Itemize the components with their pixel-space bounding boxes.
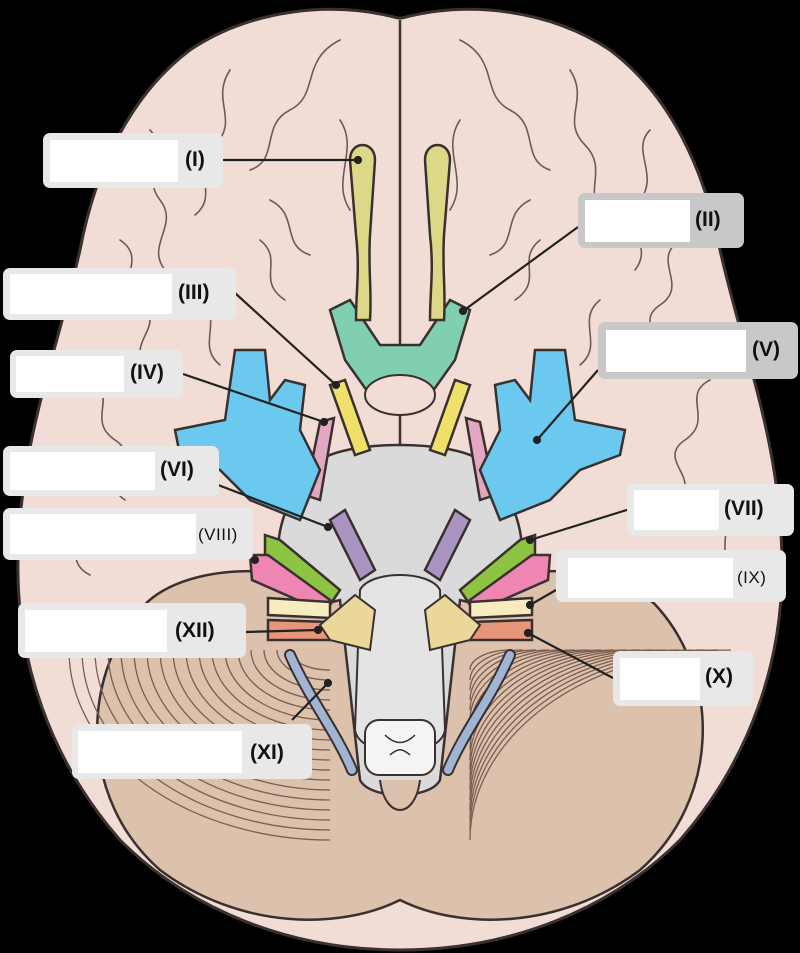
leader-line-vi	[204, 478, 329, 529]
leader-line-iv	[182, 372, 325, 424]
leader-line-vii	[529, 507, 631, 542]
optic-chiasm	[328, 298, 472, 416]
leader-line-v	[536, 369, 599, 441]
label-i-blank[interactable]	[50, 140, 178, 182]
label-ix-blank[interactable]	[568, 558, 733, 598]
cerebellum-folium	[224, 649, 331, 721]
leader-line-iii	[234, 292, 337, 386]
cerebellum-folium	[469, 649, 550, 701]
label-viii-text: (VIII)	[198, 525, 238, 544]
cerebellum-folium	[263, 649, 331, 691]
label-iv-text: (IV)	[130, 361, 164, 384]
glossopharyngeal-nerves	[266, 596, 534, 620]
oculomotor-nerves	[328, 378, 472, 457]
cerebellum-folium	[469, 649, 654, 781]
label-ix-text: (IX)	[737, 568, 767, 587]
leader-line-ix	[529, 589, 557, 606]
abducens-nerves	[328, 508, 472, 582]
leader-line-ii	[462, 226, 579, 312]
label-xi-blank[interactable]	[78, 731, 242, 773]
cerebellum-folium	[469, 649, 537, 691]
cerebellum-folium	[469, 649, 628, 761]
label-iv-blank[interactable]	[16, 356, 124, 392]
cerebellum-folium	[68, 649, 331, 841]
cerebellum-folium	[469, 649, 641, 771]
cerebellum-folium	[469, 649, 563, 711]
accessory-nerves	[284, 649, 516, 776]
label-xii-text: (XII)	[175, 619, 215, 642]
label-xi-text: (XI)	[250, 741, 284, 764]
olfactory-nerves	[348, 143, 452, 322]
cerebellum-folium	[237, 649, 331, 711]
label-iii-blank[interactable]	[10, 274, 172, 314]
label-v-text: (V)	[752, 338, 780, 361]
label-vii-text: (VII)	[724, 497, 764, 520]
label-ii-blank[interactable]	[585, 200, 690, 242]
label-x-blank[interactable]	[620, 658, 700, 700]
leader-line-x	[527, 632, 614, 679]
label-vi-text: (VI)	[160, 458, 194, 481]
cerebellum-folium	[469, 649, 511, 671]
leader-line-xi	[291, 682, 329, 721]
label-iii-text: (III)	[178, 281, 210, 304]
label-viii-blank[interactable]	[10, 514, 196, 554]
hypoglossal-nerves	[318, 593, 482, 652]
label-v-blank[interactable]	[606, 330, 746, 372]
trigeminal-nerves	[173, 348, 627, 522]
leader-line-xii	[244, 628, 319, 634]
label-xii-blank[interactable]	[25, 610, 167, 652]
label-i-text: (I)	[185, 148, 205, 171]
label-ii-text: (II)	[695, 208, 721, 231]
label-vi-blank[interactable]	[10, 452, 155, 490]
label-vii-blank[interactable]	[634, 490, 719, 530]
label-x-text: (X)	[705, 665, 733, 688]
